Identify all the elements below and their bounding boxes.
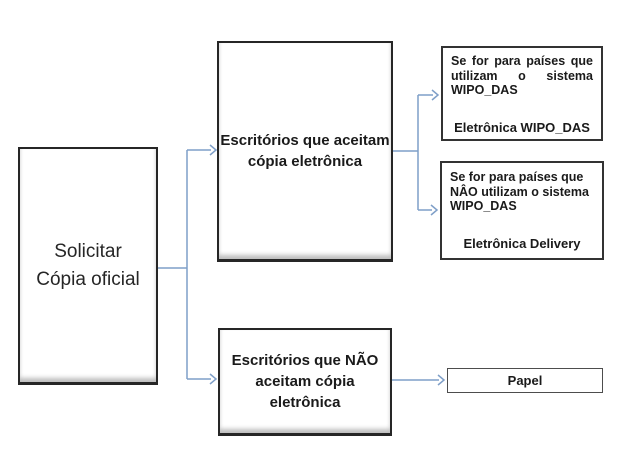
nao-wipo-das-line-3: WIPO_DAS bbox=[450, 199, 517, 213]
box-escritorios-nao-aceitam: Escritórios que NÃO aceitam cópia eletrô… bbox=[218, 328, 392, 436]
aceitam-line-1: Escritórios que aceitam bbox=[220, 132, 390, 149]
wipo-das-result: Eletrônica WIPO_DAS bbox=[454, 119, 590, 135]
box-condition-wipo-das: Se for para países que utilizam o sistem… bbox=[441, 46, 603, 141]
solicitar-line-1: Solicitar bbox=[54, 240, 122, 262]
nao-wipo-das-line-1: Se for para países que bbox=[450, 170, 584, 184]
arrowhead-to-wipo-das-icon bbox=[431, 89, 440, 101]
nao-aceitam-line-2: aceitam cópia bbox=[255, 373, 355, 390]
nao-aceitam-line-3: eletrônica bbox=[269, 394, 341, 411]
nao-wipo-das-result: Eletrônica Delivery bbox=[463, 235, 581, 251]
box-papel: Papel bbox=[447, 368, 603, 393]
wipo-das-line-3: WIPO_DAS bbox=[451, 83, 518, 97]
arrowhead-to-papel-icon bbox=[437, 374, 446, 386]
arrowhead-to-nao-aceitam-icon bbox=[209, 373, 218, 385]
nao-aceitam-line-1: Escritórios que NÃO bbox=[231, 352, 379, 369]
aceitam-line-2: cópia eletrônica bbox=[247, 153, 363, 170]
papel-label: Papel bbox=[507, 373, 543, 388]
connector-solicitar-split bbox=[158, 149, 211, 380]
box-condition-nao-wipo-das: Se for para países que NÂO utilizam o si… bbox=[440, 161, 604, 260]
arrowhead-to-nao-wipo-das-icon bbox=[430, 204, 439, 216]
wipo-das-line-1: Se for para países que bbox=[451, 54, 593, 68]
arrowhead-to-aceitam-icon bbox=[209, 144, 218, 156]
wipo-das-line-2: utilizam o sistema bbox=[451, 68, 593, 83]
nao-wipo-das-line-2: NÂO utilizam o sistema bbox=[450, 184, 589, 199]
box-solicitar-copia-oficial: Solicitar Cópia oficial bbox=[18, 147, 158, 385]
box-escritorios-aceitam: Escritórios que aceitam cópia eletrônica bbox=[217, 41, 393, 262]
solicitar-line-2: Cópia oficial bbox=[36, 268, 140, 290]
connector-aceitam-split bbox=[393, 94, 433, 211]
